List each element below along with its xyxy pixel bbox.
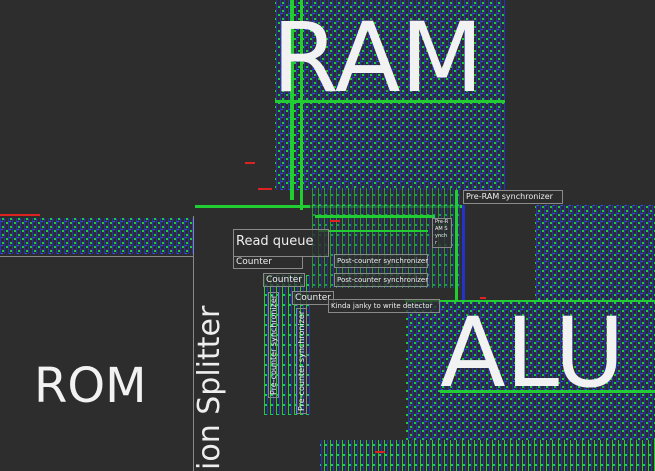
- counter-label: Counter: [233, 256, 303, 269]
- ram-block: [275, 0, 505, 190]
- ram-label: RAM: [272, 2, 484, 114]
- pre-ram-sync-small-label: Pre-RAM Synchr: [432, 218, 452, 248]
- splitter-label: ion Splitter: [192, 305, 227, 470]
- post-counter-sync-label: Post-counter synchronizer: [334, 254, 428, 268]
- read-queue-label: Read queue: [233, 229, 329, 257]
- post-counter-sync-label: Post-counter synchronizer: [334, 273, 428, 287]
- pre-counter-sync-label: Pre-counter synchronizer: [268, 291, 279, 398]
- rom-label: ROM: [34, 358, 147, 414]
- counter-label: Counter: [263, 273, 305, 287]
- write-detector-label: Kinda janky to write detector: [328, 299, 440, 313]
- counter-label: Counter: [292, 291, 334, 305]
- alu-label: ALU: [440, 297, 625, 409]
- pre-ram-area: [535, 205, 655, 305]
- pre-counter-sync-label: Pre-counter synchronizer: [296, 307, 307, 414]
- pre-ram-sync-label: Pre-RAM synchronizer: [463, 190, 563, 204]
- rom-bus: [0, 218, 193, 254]
